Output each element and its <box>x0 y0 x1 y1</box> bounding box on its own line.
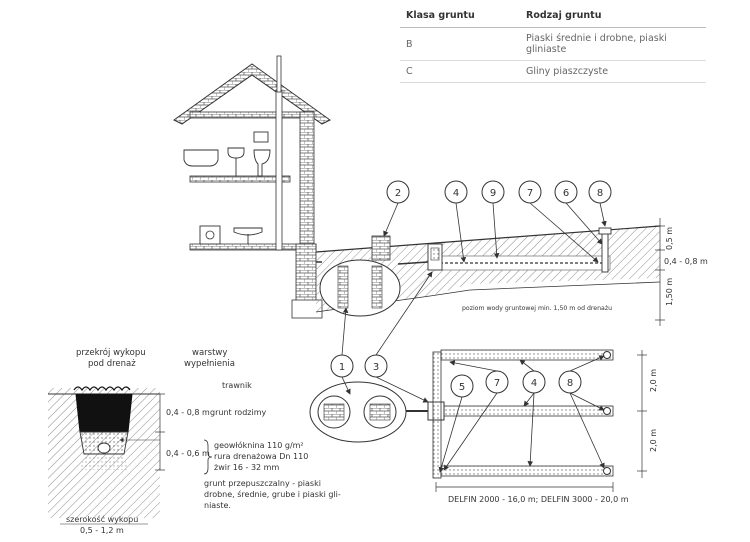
section-title-1: przekrój wykopu <box>76 347 146 358</box>
table-row: C Gliny piaszczyste <box>400 60 706 83</box>
groundwater-label: poziom wody gruntowej min. 1,50 m od dre… <box>462 305 612 312</box>
cell-class: C <box>400 60 520 83</box>
plan-view <box>309 349 614 479</box>
layers-title-1: warstwy <box>192 348 227 358</box>
callout-1: 1 <box>339 362 345 373</box>
cell-type: Piaski średnie i drobne, piaski gliniast… <box>520 27 706 61</box>
layers-title-2: wypełnienia <box>184 359 235 369</box>
callout-5: 5 <box>459 382 465 393</box>
label-grunt-2: drobne, średnie, grube i piaski gli- <box>204 489 341 499</box>
dim-150: 1,50 m <box>665 278 674 306</box>
dim-top: 0,4 - 0,8 m <box>166 408 210 417</box>
dim-05: 0,5 m <box>665 227 674 250</box>
header-soil-class: Klasa gruntu <box>400 4 520 28</box>
plan-dim-1: 2,0 m <box>649 369 658 392</box>
dim-04-08: 0,4 - 0,8 m <box>664 257 708 266</box>
callout-7-plan: 7 <box>494 378 500 389</box>
callout-3: 3 <box>373 362 379 373</box>
label-geo-2: rura drenażowa Dn 110 <box>214 452 308 461</box>
callout-8: 8 <box>597 188 603 199</box>
table-row: B Piaski średnie i drobne, piaski glinia… <box>400 27 706 61</box>
callout-4-plan: 4 <box>531 378 537 389</box>
plan-callouts: 5 7 4 8 <box>438 355 605 473</box>
callout-9: 9 <box>490 188 496 199</box>
plan-dim-2: 2,0 m <box>649 429 658 452</box>
plan-caption: DELFIN 2000 - 16,0 m; DELFIN 3000 - 20,0… <box>448 495 629 504</box>
callouts-bottom: 1 3 <box>330 271 433 403</box>
callout-4: 4 <box>453 188 459 199</box>
trench-labels: przekrój wykopu pod drenaż warstwy wypeł… <box>66 347 341 535</box>
callout-6: 6 <box>563 188 569 199</box>
trench-section <box>48 386 213 525</box>
dim-bottom: 0,4 - 0,6 m <box>166 449 210 458</box>
header-soil-type: Rodzaj gruntu <box>520 4 706 28</box>
width-label-1: szerokość wykopu <box>66 514 138 524</box>
soil-class-table: Klasa gruntu Rodzaj gruntu B Piaski śred… <box>400 4 706 83</box>
table-header-row: Klasa gruntu Rodzaj gruntu <box>400 4 706 28</box>
label-grunt-1: grunt przepuszczalny - piaski <box>204 479 321 488</box>
callout-7: 7 <box>527 188 533 199</box>
plan-dimensions: 2,0 m 2,0 m DELFIN 2000 - 16,0 m; DELFIN… <box>435 350 658 504</box>
cell-type: Gliny piaszczyste <box>520 60 706 83</box>
label-geo-3: żwir 16 - 32 mm <box>214 463 279 472</box>
house <box>173 55 331 319</box>
label-geo-1: geowłóknina 110 g/m² <box>214 440 304 450</box>
ground <box>315 225 661 317</box>
section-title-2: pod drenaż <box>88 359 136 369</box>
callout-8-plan: 8 <box>567 378 573 389</box>
callouts-top: 2 4 9 7 6 8 <box>383 180 612 263</box>
cell-class: B <box>400 27 520 61</box>
label-grunt-rodzimy: grunt rodzimy <box>210 408 266 417</box>
callout-2: 2 <box>395 188 401 199</box>
label-trawnik: trawnik <box>222 381 252 390</box>
label-grunt-3: niaste. <box>204 501 231 510</box>
main-dimensions: 0,5 m 0,4 - 0,8 m 1,50 m poziom wody gru… <box>462 218 708 326</box>
width-label-2: 0,5 - 1,2 m <box>80 526 124 535</box>
